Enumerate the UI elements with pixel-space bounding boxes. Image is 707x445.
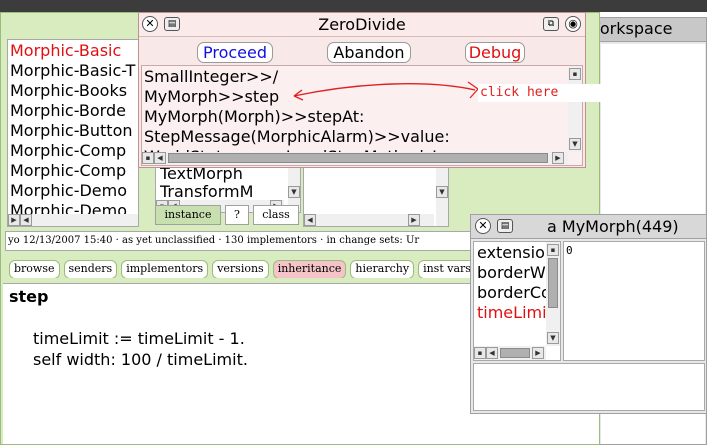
senders-button[interactable]: senders [63,260,118,278]
scroll-down-icon[interactable]: ▼ [436,186,448,198]
collapse-icon[interactable]: ⧉ [543,17,559,31]
debugger-title: ZeroDivide [318,15,406,34]
proceed-button[interactable]: Proceed [197,42,273,63]
scroll-down-icon[interactable]: ▼ [547,332,559,344]
field-item[interactable]: borderColor [477,283,547,302]
category-item[interactable]: Morphic-Comp [10,161,127,180]
abandon-button[interactable]: Abandon [327,42,411,63]
category-item[interactable]: Morphic-Basic [10,41,122,60]
code-line: timeLimit := timeLimit - 1. [33,329,245,348]
inspector-title-bar[interactable]: ✕ ▤ a MyMorph(449) [471,215,706,239]
scroll-left-icon[interactable]: ▶ [8,214,20,226]
field-vscrollbar[interactable]: ▪ ▼ [546,242,560,346]
click-here-annotation: click here [478,84,620,102]
scroll-thumb[interactable] [500,348,530,358]
field-item[interactable]: borderWidth [477,263,547,282]
window-menu-icon[interactable]: ▤ [164,17,180,31]
scroll-down-icon[interactable]: ▼ [288,186,300,198]
category-item[interactable]: Morphic-Comp [10,141,127,160]
instance-toggle[interactable]: instance [155,205,221,225]
expand-icon[interactable]: ◉ [565,16,581,32]
stack-hscrollbar[interactable]: ▪ ◀ ▶ [142,152,568,165]
stack-list-pane[interactable]: SmallInteger>>/ MyMorph>>step MyMorph(Mo… [141,65,583,166]
category-hscrollbar[interactable]: ▶ ◀ [8,214,138,226]
implementors-button[interactable]: implementors [121,260,209,278]
field-item-selected[interactable]: timeLimit [477,303,547,322]
field-hscrollbar[interactable]: ▪ ◀ ▶ [474,346,546,360]
inspector-eval-pane[interactable] [473,363,705,411]
inspector-title: a MyMorph(449) [547,217,679,236]
stack-frame[interactable]: SmallInteger>>/ [144,67,279,86]
scroll-marker-icon[interactable]: ▪ [569,68,581,80]
stack-frame[interactable]: MyMorph>>step [144,87,280,106]
scroll-thumb[interactable] [548,258,558,308]
scroll-down-icon[interactable]: ▼ [569,138,581,150]
protocol-vscrollbar[interactable]: ▼ [436,162,448,226]
stack-vscrollbar[interactable]: ▪ ▼ [568,66,582,152]
category-item[interactable]: Morphic-Button [10,121,133,140]
inspector-window[interactable]: ✕ ▤ a MyMorph(449) extension borderWidth… [470,214,707,414]
scroll-marker-icon[interactable]: ▪ [474,347,486,359]
versions-button[interactable]: versions [212,260,269,278]
close-icon[interactable]: ✕ [475,218,491,234]
category-item[interactable]: Morphic-Basic-T [10,61,136,80]
class-toggle[interactable]: class [253,205,299,225]
annotation-pane: yo 12/13/2007 15:40 · as yet unclassifie… [5,231,471,251]
inheritance-button[interactable]: inheritance [272,260,347,278]
category-item[interactable]: Morphic-Borde [10,101,126,120]
scroll-left-icon[interactable]: ◀ [486,347,498,359]
class-item[interactable]: TextMorph [160,164,243,183]
scroll-right-icon[interactable]: ▶ [552,152,564,164]
class-vscrollbar[interactable]: ▼ [288,162,300,212]
scroll-left-icon[interactable]: ◀ [304,214,316,226]
category-item[interactable]: Morphic-Books [10,81,128,100]
protocol-list-pane[interactable]: ▼ ◀ ▶ [303,161,449,227]
close-icon[interactable]: ✕ [142,16,158,32]
inst-vars-button[interactable]: inst vars [418,260,471,278]
protocol-hscrollbar[interactable]: ◀ ▶ [304,214,434,226]
scroll-marker-icon[interactable]: ▪ [142,152,154,164]
debugger-title-bar[interactable]: ✕ ▤ ZeroDivide ⧉ ◉ [139,13,585,37]
category-item[interactable]: Morphic-Demo [10,181,128,200]
browser-button-row: browse senders implementors versions inh… [9,260,471,278]
category-list-pane[interactable]: Morphic-Basic Morphic-Basic-T Morphic-Bo… [7,39,139,227]
inspector-field-list[interactable]: extension borderWidth borderColor timeLi… [473,241,561,361]
field-value-pane[interactable]: 0 [563,241,705,361]
workspace-title: Workspace [585,19,673,38]
field-item[interactable]: extension [477,243,547,262]
window-menu-icon[interactable]: ▤ [497,219,513,233]
scroll-thumb[interactable] [168,153,548,163]
scroll-left-icon[interactable]: ◀ [154,152,166,164]
workspace-title-bar[interactable]: Workspace [579,18,706,42]
stack-frame[interactable]: MyMorph(Morph)>>stepAt: [144,107,365,126]
annotation-arrow-icon [293,81,479,101]
stack-frame[interactable]: StepMessage(MorphicAlarm)>>value: [144,127,450,146]
desktop-top-bar [0,0,707,12]
help-toggle[interactable]: ? [225,205,249,225]
debug-button[interactable]: Debug [465,42,525,63]
method-selector: step [9,287,49,306]
scroll-right-icon[interactable]: ▶ [532,347,544,359]
class-item[interactable]: TransformM [160,182,254,201]
scroll-marker-icon[interactable]: ▪ [547,244,559,256]
scroll-right-icon[interactable]: ▶ [408,214,420,226]
code-line: self width: 100 / timeLimit. [33,350,248,369]
browse-button[interactable]: browse [9,260,60,278]
scroll-left-icon[interactable]: ◀ [20,214,32,226]
hierarchy-button[interactable]: hierarchy [350,260,415,278]
